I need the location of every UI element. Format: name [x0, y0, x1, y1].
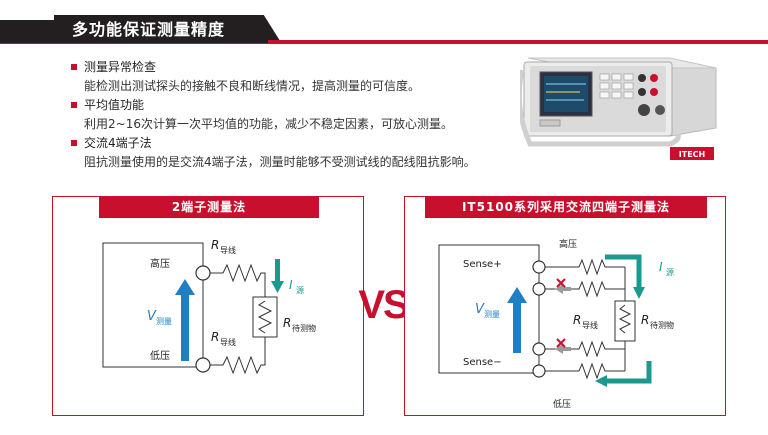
r-lead-sub: 导线 — [582, 320, 598, 330]
low-label: 低压 — [553, 398, 571, 410]
v-measure-label: V — [475, 302, 485, 317]
terminal-high — [195, 265, 211, 281]
four-terminal-title: IT5100系列采用交流四端子测量法 — [425, 196, 707, 218]
header-divider — [0, 43, 768, 44]
four-terminal-panel: IT5100系列采用交流四端子测量法 高压 — [404, 196, 726, 416]
feature-list: 测量异常检查 能检测出测试探头的接触不良和断线情况，提高测量的可信度。 平均值功… — [70, 58, 520, 172]
i-source-label: I — [289, 278, 293, 292]
two-terminal-panel: 2端子测量法 高压 低压 V 测量 R 导线 R 导线 R 待测物 I 源 — [52, 196, 364, 416]
low-label: 低压 — [150, 349, 170, 362]
terminal-sense-minus — [532, 342, 546, 356]
high-label: 高压 — [559, 238, 577, 250]
r-dut-sub: 待测物 — [650, 320, 674, 330]
i-source-sub: 源 — [666, 268, 674, 277]
instrument-image: ITECH — [516, 48, 720, 166]
r-lead-label: R — [573, 313, 581, 327]
feature-title-3: 交流4端子法 — [70, 134, 520, 153]
high-label: 高压 — [150, 257, 170, 270]
sense-plus-label: Sense+ — [463, 259, 502, 270]
r-dut-label: R — [641, 313, 649, 327]
header-red-bar — [268, 40, 768, 44]
i-source-label: I — [659, 260, 663, 274]
feature-desc-2: 利用2~16次计算一次平均值的功能，减少不稳定因素，可放心测量。 — [84, 117, 453, 131]
v-measure-label: V — [147, 309, 157, 324]
r-lead-top-label: R — [211, 238, 219, 252]
r-lead-top-sub: 导线 — [220, 245, 236, 255]
section-title: 多功能保证测量精度 — [54, 15, 282, 44]
terminal-high — [532, 260, 546, 274]
two-terminal-title: 2端子测量法 — [99, 196, 319, 218]
feature-title-2: 平均值功能 — [70, 96, 520, 115]
feature-desc-3: 阻抗测量使用的是交流4端子法，测量时能够不受测试线的配线阻抗影响。 — [84, 155, 476, 169]
v-measure-sub: 测量 — [484, 310, 500, 319]
feature-desc-1: 能检测出测试探头的接触不良和断线情况，提高测量的可信度。 — [84, 79, 421, 93]
brand-logo: ITECH — [679, 150, 705, 159]
terminal-sense-plus — [532, 282, 546, 296]
v-measure-sub: 测量 — [156, 317, 172, 326]
header-dark-bar — [0, 20, 54, 44]
r-dut-sub: 待测物 — [292, 323, 316, 333]
vs-label: VS — [358, 283, 409, 327]
sense-minus-label: Sense− — [463, 357, 502, 368]
terminal-low — [195, 357, 211, 373]
r-lead-bottom-sub: 导线 — [220, 337, 236, 347]
i-source-sub: 源 — [296, 286, 304, 295]
r-dut-label: R — [283, 316, 291, 330]
r-lead-bottom-label: R — [211, 330, 219, 344]
terminal-low — [532, 364, 546, 378]
feature-title-1: 测量异常检查 — [70, 58, 520, 77]
